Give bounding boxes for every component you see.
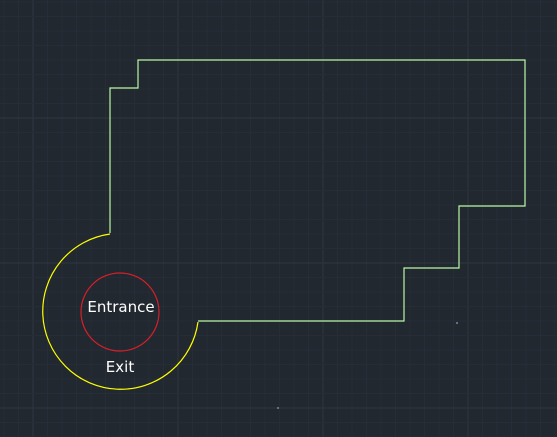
floor-plan-outline[interactable] <box>109 59 526 322</box>
entrance-circle[interactable] <box>80 272 160 352</box>
point-marker <box>277 407 279 409</box>
entrance-label: Entrance <box>87 298 154 316</box>
exit-arc[interactable] <box>42 233 199 390</box>
point-marker <box>456 322 458 324</box>
exit-label: Exit <box>106 358 135 376</box>
